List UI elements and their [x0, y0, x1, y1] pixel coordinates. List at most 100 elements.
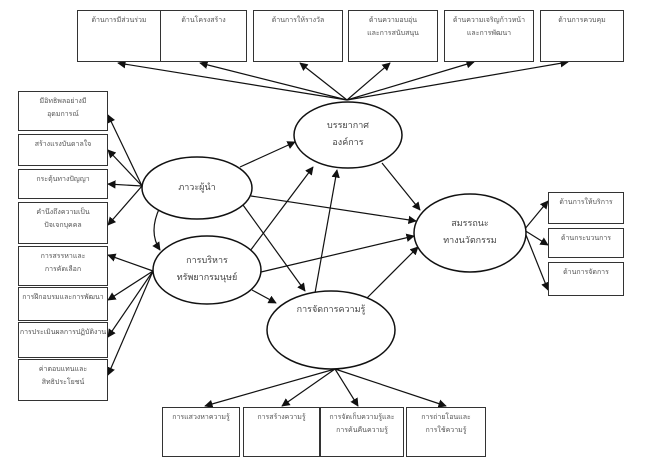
arrow-leadership-to-indicator — [107, 114, 143, 187]
latent-leadership — [141, 156, 253, 220]
arrow-climate-to-indicator — [199, 60, 348, 101]
leadership-indicator-box: มีอิทธิพลอย่างมีอุดมการณ์ — [18, 91, 108, 131]
arrow-climate-to-indicator — [117, 60, 348, 101]
arrow-hrm-to-km — [251, 289, 277, 304]
latent-label-line: ทรัพยากรมนุษย์ — [176, 273, 238, 283]
latent-hrm-label: การบริหารทรัพยากรมนุษย์ — [153, 253, 261, 287]
arrow-innovation-to-indicator — [523, 200, 549, 231]
hrm-indicator-box: ค่าตอบแทนและสิทธิประโยชน์ — [18, 359, 108, 401]
indicator-label-line: ด้านการมีส่วนร่วม — [91, 16, 147, 24]
indicator-label-line: มีอิทธิพลอย่างมี — [39, 97, 87, 105]
arrow-leadership-to-indicator — [107, 149, 143, 187]
indicator-label-line: การคัดเลือก — [44, 265, 82, 273]
latent-innovation-capability — [413, 193, 527, 273]
arrow-leadership-to-indicator — [107, 180, 143, 189]
indicator-label-line: ด้านความเจริญก้าวหน้า — [452, 16, 526, 24]
arrow-hrm-to-indicator — [107, 270, 154, 301]
indicator-label-line: และการพัฒนา — [466, 29, 512, 37]
hrm-indicator-box: การสรรหาและการคัดเลือก — [18, 246, 108, 286]
indicator-label-line: ด้านความอบอุ่น — [368, 16, 418, 24]
indicator-label-line: ด้านการควบคุม — [558, 16, 606, 24]
indicator-label-line: การค้นคืนความรู้ — [336, 426, 388, 434]
latent-knowledge-management-label: การจัดการความรู้ — [267, 302, 395, 319]
indicator-label-line: ด้านการจัดการ — [563, 268, 609, 276]
innovation-indicator-box: ด้านการให้บริการ — [548, 192, 624, 224]
climate-indicator-box: ด้านการมีส่วนร่วม — [77, 10, 161, 62]
leadership-indicator-box: คำนึงถึงความเป็นปัจเจกบุคคล — [18, 202, 108, 244]
latent-leadership-label: ภาวะผู้นำ — [142, 180, 252, 197]
indicator-label-line: และการสนับสนุน — [367, 29, 419, 37]
latent-hrm — [152, 235, 262, 305]
indicator-label-line: ด้านโครงสร้าง — [181, 16, 226, 24]
climate-indicator-box: ด้านความเจริญก้าวหน้าและการพัฒนา — [444, 10, 534, 62]
indicator-label-line: ปัจเจกบุคคล — [44, 221, 82, 229]
indicator-label-line: การถ่ายโอนและ — [421, 413, 471, 421]
arrow-km-to-indicator — [204, 368, 336, 408]
arrow-hrm-to-climate — [249, 166, 314, 252]
indicator-label-line: การใช้ความรู้ — [425, 426, 467, 434]
arrow-leadership-to-hrm — [152, 206, 161, 251]
latent-label-line: การจัดการความรู้ — [296, 304, 366, 315]
latent-label-line: บรรยากาศ — [327, 121, 369, 131]
climate-indicator-box: ด้านความอบอุ่นและการสนับสนุน — [348, 10, 438, 62]
indicator-label-line: การฝึกอบรมและการพัฒนา — [22, 293, 104, 301]
indicator-label-line: ด้านกระบวนการ — [560, 234, 612, 242]
latent-label-line: ภาวะผู้นำ — [178, 182, 216, 193]
latent-innovation-capability-label: สมรรถนะทางนวัตกรรม — [414, 216, 526, 250]
arrow-climate-to-innovation — [381, 162, 421, 211]
latent-label-line: ทางนวัตกรรม — [443, 236, 497, 246]
indicator-label-line: การสร้างความรู้ — [257, 413, 306, 421]
innovation-indicator-box: ด้านกระบวนการ — [548, 228, 624, 258]
arrow-leadership-to-climate — [239, 141, 296, 168]
km-indicator-box: การสร้างความรู้ — [243, 407, 320, 457]
arrow-leadership-to-indicator — [107, 185, 143, 226]
path-arrows — [107, 59, 569, 408]
latent-knowledge-management — [266, 290, 396, 370]
arrow-hrm-to-indicator — [107, 270, 154, 338]
km-indicator-box: การจัดเก็บความรู้และการค้นคืนความรู้ — [320, 407, 404, 457]
latent-variables — [141, 101, 527, 370]
hrm-indicator-box: การฝึกอบรมและการพัฒนา — [18, 287, 108, 321]
latent-label-line: สมรรถนะ — [451, 219, 489, 229]
indicator-label-line: การสรรหาและ — [40, 252, 86, 260]
indicator-label-line: คำนึงถึงความเป็น — [36, 208, 90, 216]
innovation-indicator-box: ด้านการจัดการ — [548, 262, 624, 296]
arrow-climate-to-indicator — [346, 59, 569, 101]
indicator-label-line: การจัดเก็บความรู้และ — [329, 413, 395, 421]
latent-organizational-climate-label: บรรยากาศองค์การ — [294, 118, 402, 152]
arrow-climate-to-indicator — [346, 60, 475, 101]
climate-indicator-box: ด้านโครงสร้าง — [160, 10, 247, 62]
leadership-indicator-box: กระตุ้นทางปัญญา — [18, 169, 108, 199]
arrow-innovation-to-indicator — [523, 229, 549, 246]
arrow-hrm-to-indicator — [107, 253, 154, 272]
arrow-km-to-innovation — [365, 246, 419, 300]
indicator-label-line: ด้านการให้บริการ — [559, 198, 613, 206]
climate-indicator-box: ด้านการควบคุม — [540, 10, 624, 62]
km-indicator-box: การแสวงหาความรู้ — [162, 407, 240, 457]
leadership-indicator-box: สร้างแรงบันดาลใจ — [18, 134, 108, 166]
arrow-leadership-to-km — [242, 204, 306, 292]
climate-indicator-box: ด้านการให้รางวัล — [253, 10, 343, 62]
arrow-km-to-indicator — [334, 368, 359, 407]
arrow-hrm-to-indicator — [107, 270, 154, 376]
arrow-climate-to-indicator — [346, 62, 391, 101]
indicator-label-line: การแสวงหาความรู้ — [172, 413, 230, 421]
arrow-innovation-to-indicator — [523, 229, 550, 291]
arrow-leadership-to-innovation — [250, 195, 417, 225]
indicator-label-line: อุดมการณ์ — [47, 110, 79, 118]
indicator-label-line: การประเมินผลการปฏิบัติงาน — [19, 328, 107, 336]
arrow-km-to-climate — [314, 169, 340, 294]
arrow-hrm-to-innovation — [260, 233, 415, 273]
latent-label-line: การบริหาร — [186, 256, 228, 266]
indicator-label-line: กระตุ้นทางปัญญา — [36, 175, 90, 183]
arrow-climate-to-indicator — [299, 62, 348, 101]
arrow-km-to-indicator — [334, 368, 447, 408]
hrm-indicator-box: การประเมินผลการปฏิบัติงาน — [18, 322, 108, 358]
arrow-km-to-indicator — [281, 368, 336, 407]
indicator-label-line: ด้านการให้รางวัล — [271, 16, 325, 24]
indicator-label-line: สร้างแรงบันดาลใจ — [34, 140, 92, 148]
latent-label-line: องค์การ — [332, 138, 364, 148]
indicator-label-line: ค่าตอบแทนและ — [38, 365, 88, 373]
indicator-label-line: สิทธิประโยชน์ — [41, 378, 85, 386]
